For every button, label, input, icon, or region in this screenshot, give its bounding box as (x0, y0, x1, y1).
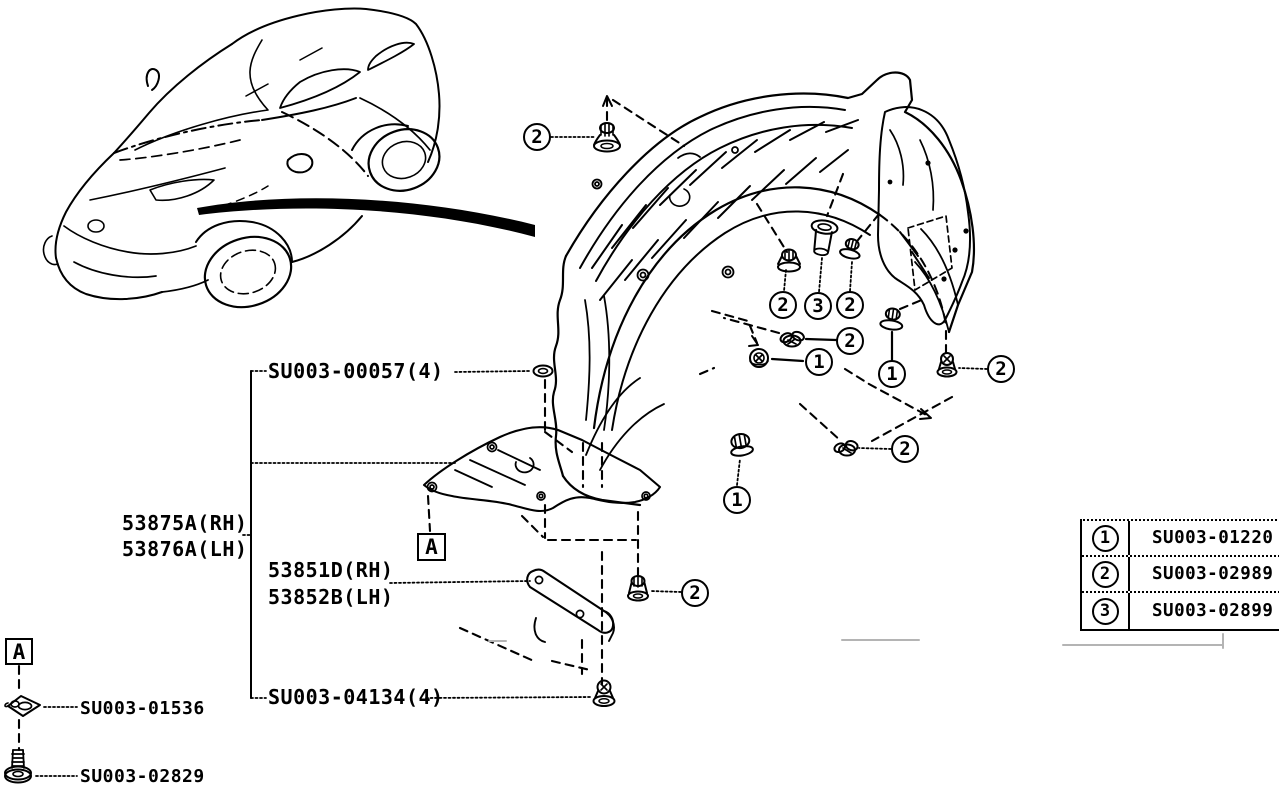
fastener-screw-02829 (4, 749, 32, 784)
legend-key-circle: 2 (1091, 560, 1119, 588)
detail-marker-a-shield: A (417, 533, 446, 561)
dash-arrowheads (602, 95, 932, 420)
label-bracket-lh: 53852B(LH) (268, 585, 394, 609)
legend-row: 3 SU003-02899 (1082, 593, 1279, 629)
callout-wing-clip-mid: 2 (836, 327, 864, 355)
fastener-grommet-arch (810, 219, 839, 257)
liner-rear-flap-drawing (877, 106, 971, 326)
splash-shield-drawing (422, 426, 662, 512)
label-bracket-rh: 53851D(RH) (268, 558, 394, 582)
callout-arch-left: 2 (769, 291, 797, 319)
label-screw-part: SU003-02829 (80, 766, 205, 787)
construction-dashes (17, 97, 954, 752)
legend-key-cell: 1 (1082, 521, 1130, 555)
bracket-drawing (526, 568, 615, 643)
fastener-plate-clip-01536 (4, 695, 41, 717)
scan-artifacts (488, 633, 1224, 649)
callout-wing-clip-lower: 2 (891, 435, 919, 463)
label-fender-liner-lh: 53876A(LH) (122, 537, 248, 561)
label-liner-clip-set: SU003-00057(4) (268, 359, 444, 383)
fastener-wing-clip-lower (833, 440, 859, 457)
fastener-clip-arch-right (839, 238, 861, 260)
callout-screw-mid: 1 (805, 348, 833, 376)
label-washer-part: SU003-01536 (80, 698, 205, 719)
vehicle-illustration (42, 7, 441, 309)
callout-arch-grommet: 3 (804, 292, 832, 320)
legend-key-circle: 3 (1091, 597, 1119, 625)
legend-key-circle: 1 (1091, 524, 1119, 552)
legend-row: 1 SU003-01220 (1082, 521, 1279, 557)
label-shield-clip-set: SU003-04134(4) (268, 685, 444, 709)
callout-leader-lines (550, 136, 988, 593)
legend-key-cell: 3 (1082, 593, 1130, 629)
legend-part-number: SU003-02989 (1152, 564, 1274, 584)
legend-row: 2 SU003-02989 (1082, 557, 1279, 593)
callout-bracket-bolt: 2 (681, 579, 709, 607)
fastener-legend-table: 1 SU003-01220 2 SU003-02989 3 SU003-0289… (1080, 519, 1279, 631)
label-bracket-lines (35, 370, 593, 777)
fastener-bolt-bracket (627, 575, 649, 602)
pointer-swoosh (197, 198, 535, 237)
legend-part-number: SU003-01220 (1152, 528, 1274, 548)
callout-arch-right: 2 (836, 291, 864, 319)
fastener-screw-grommet-right (936, 352, 958, 378)
fastener-washer-00057 (532, 364, 554, 378)
fastener-clip-arch-left (777, 248, 801, 273)
fastener-clip-right (879, 307, 904, 331)
callout-clip-right: 1 (878, 360, 906, 388)
fastener-screw-grommet-04134 (592, 679, 616, 707)
fastener-screw-head-mid (749, 348, 769, 368)
callout-clip-lower: 1 (723, 486, 751, 514)
legend-key-cell: 2 (1082, 557, 1130, 591)
callout-top-clip: 2 (523, 123, 551, 151)
callout-screw-grommet-right: 2 (987, 355, 1015, 383)
fastener-clip-lower (730, 432, 754, 457)
fastener-wing-clip-mid (779, 330, 805, 348)
fastener-screw-grommet-top (593, 122, 621, 153)
detail-marker-a-legend: A (5, 638, 33, 665)
label-fender-liner-rh: 53875A(RH) (122, 511, 248, 535)
legend-part-number: SU003-02899 (1152, 601, 1274, 621)
